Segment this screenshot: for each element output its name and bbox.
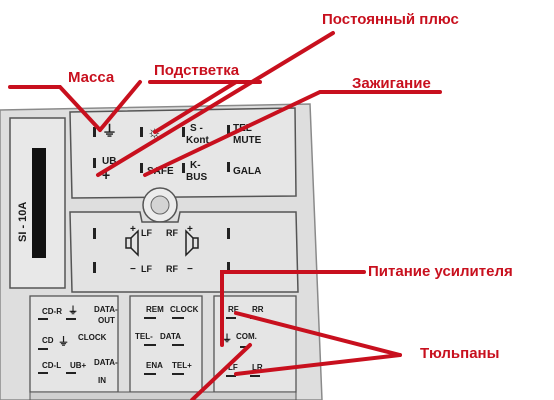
- tel-plus-label: TEL+: [172, 361, 192, 370]
- leader-tulpany-2: [234, 353, 402, 376]
- speaker-right-icon: [185, 229, 199, 257]
- ub-plus: +: [102, 167, 110, 183]
- svg-text:⏚: ⏚: [68, 305, 78, 317]
- ub-plus-bottom: UB+: [70, 361, 87, 370]
- ena-label: ENA: [146, 361, 163, 370]
- middle-block: [69, 211, 299, 293]
- fuse-bar: [32, 148, 46, 258]
- label-massa: Масса: [68, 69, 115, 86]
- lf-bottom-label: LF: [141, 264, 152, 274]
- cd-r-label: CD-R: [42, 307, 62, 316]
- bottom-block-middle: [129, 295, 203, 393]
- svg-text:+: +: [187, 224, 193, 235]
- svg-text:⏚: ⏚: [222, 333, 232, 345]
- leader-pitanie: [220, 270, 366, 347]
- data-in-line1: DATA-: [94, 358, 118, 367]
- bottom-block-left: [29, 295, 119, 393]
- tel-minus-label: TEL-: [135, 332, 153, 341]
- lf-bottom-right-label: LF: [228, 363, 238, 372]
- leader-postoyanny-plus: [96, 31, 335, 177]
- cd-l-label: CD-L: [42, 361, 61, 370]
- annotation-leaders: [8, 31, 442, 400]
- data-out-line2: OUT: [98, 316, 115, 325]
- leader-massa-1: [40, 85, 102, 132]
- data-in-line2: IN: [98, 376, 106, 385]
- s-kont-line2: Kont: [186, 135, 209, 146]
- leader-bottom: [190, 343, 252, 400]
- data-label: DATA: [160, 332, 181, 341]
- lr-label: LR: [252, 363, 263, 372]
- speaker-left-icon: [125, 229, 139, 257]
- rr-label: RR: [252, 305, 264, 314]
- rf-bottom-label: RF: [166, 264, 178, 274]
- label-pitanie-usilitelya: Питание усилителя: [368, 263, 513, 280]
- s-kont-line1: S -: [190, 123, 203, 134]
- label-postoyanny-plus: Постоянный плюс: [322, 11, 459, 28]
- leader-massa-2: [98, 80, 142, 132]
- svg-text:⏚: ⏚: [58, 335, 69, 348]
- k-bus-line1: K-: [190, 160, 201, 171]
- svg-text:−: −: [187, 264, 193, 275]
- leader-tulpany-1: [234, 311, 402, 357]
- ground-symbol: ⏚: [102, 123, 117, 140]
- safe-label: SAFE: [147, 166, 174, 177]
- label-tyulpany: Тюльпаны: [420, 345, 500, 362]
- label-zazhiganie: Зажигание: [352, 75, 431, 92]
- gala-label: GALA: [233, 166, 261, 177]
- label-podsvetka: Подстветка: [154, 62, 240, 79]
- leader-zazhiganie: [143, 90, 442, 177]
- cd-ground-label: CD: [42, 336, 54, 345]
- clock-left-label: CLOCK: [78, 333, 107, 342]
- svg-text:−: −: [130, 264, 136, 275]
- rf-bottom-label: RF: [228, 305, 239, 314]
- k-bus-line2: BUS: [186, 172, 207, 183]
- data-out-line1: DATA-: [94, 305, 118, 314]
- rf-top-label: RF: [166, 228, 178, 238]
- leader-podsvetka: [153, 80, 238, 134]
- ub-label: UB: [102, 156, 116, 167]
- com-label: COM.: [236, 332, 257, 341]
- tel-mute-line2: MUTE: [233, 135, 262, 146]
- rem-label: REM: [146, 305, 164, 314]
- clock-right-label: CLOCK: [170, 305, 199, 314]
- svg-text:+: +: [130, 224, 136, 235]
- fuse-label: SI - 10A: [17, 202, 29, 242]
- lf-top-label: LF: [141, 228, 152, 238]
